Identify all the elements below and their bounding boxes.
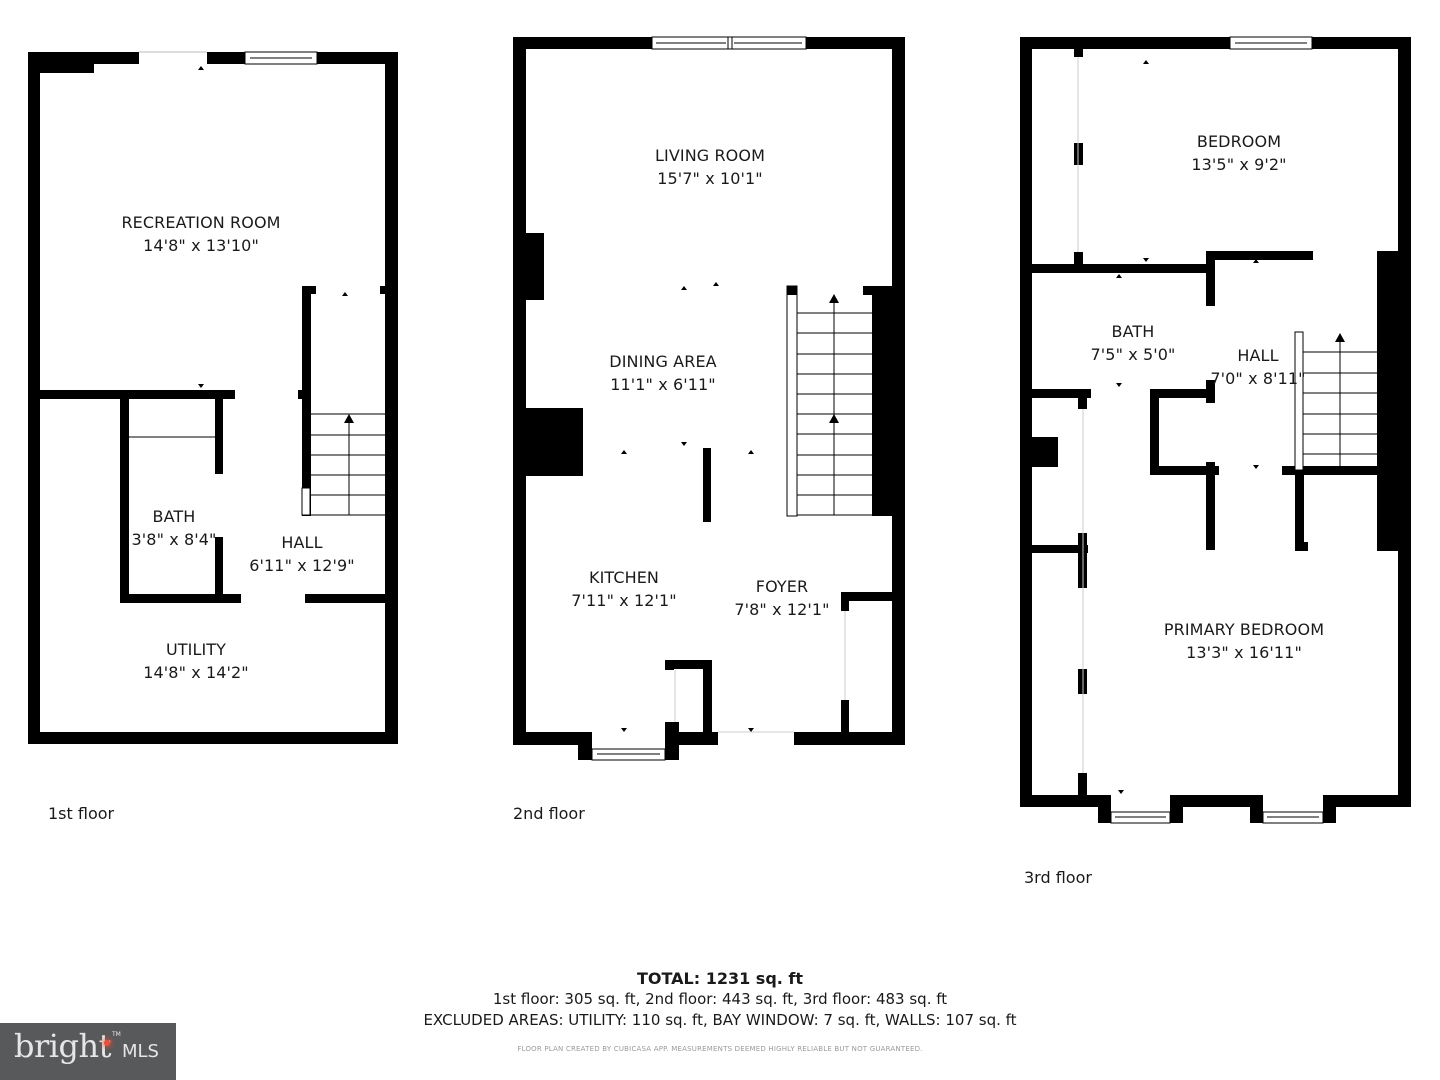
room-dimensions: 14'8" x 14'2" [143,663,249,682]
room-name: BATH [1111,322,1155,341]
logo-mls: MLS [122,1041,159,1062]
room-dimensions: 7'11" x 12'1" [571,591,677,610]
room-name: PRIMARY BEDROOM [1163,620,1325,639]
room-label-utility: UTILITY 14'8" x 14'2" [143,638,249,684]
room-dimensions: 3'8" x 8'4" [131,530,217,549]
room-label-recreation-room: RECREATION ROOM 14'8" x 13'10" [121,211,280,257]
room-label-bath-1: BATH 3'8" x 8'4" [132,505,217,551]
room-name: LIVING ROOM [655,146,765,165]
bright-mls-logo: bright TM MLS [0,1023,176,1080]
logo-spark-icon [104,1040,110,1046]
room-label-hall-3: HALL 7'0" x 8'11" [1210,344,1305,390]
room-name: BATH [152,507,196,526]
floor-label-1st: 1st floor [48,804,115,823]
room-label-dining-area: DINING AREA 11'1" x 6'11" [609,350,716,396]
total-area: TOTAL: 1231 sq. ft [636,969,804,988]
room-name: KITCHEN [588,568,660,587]
floor-areas: 1st floor: 305 sq. ft, 2nd floor: 443 sq… [492,990,948,1008]
room-name: RECREATION ROOM [121,213,281,232]
third-floor-plan [1020,36,1411,824]
room-label-foyer: FOYER 7'8" x 12'1" [734,575,829,621]
room-dimensions: 7'0" x 8'11" [1210,369,1306,388]
logo-wordmark: bright [14,1027,111,1065]
room-name: UTILITY [165,640,227,659]
room-name: BEDROOM [1196,132,1282,151]
logo-trademark: TM [112,1031,121,1038]
room-label-primary-bedroom: PRIMARY BEDROOM 13'3" x 16'11" [1164,618,1324,664]
room-dimensions: 13'3" x 16'11" [1186,643,1302,662]
floor-plans [28,36,1411,824]
room-dimensions: 13'5" x 9'2" [1191,155,1287,174]
area-summary: TOTAL: 1231 sq. ft 1st floor: 305 sq. ft… [0,968,1440,1053]
floor-label-3rd: 3rd floor [1024,868,1092,887]
second-floor-plan [513,36,905,761]
room-label-hall-1: HALL 6'11" x 12'9" [249,531,355,577]
room-name: HALL [281,533,323,552]
room-name: HALL [1237,346,1279,365]
first-floor-plan [28,51,398,744]
room-name: FOYER [755,577,809,596]
room-label-bedroom: BEDROOM 13'5" x 9'2" [1191,130,1286,176]
disclaimer: FLOOR PLAN CREATED BY CUBICASA APP. MEAS… [517,1045,923,1053]
room-name: DINING AREA [609,352,717,371]
room-dimensions: 15'7" x 10'1" [657,169,763,188]
room-label-bath-3: BATH 7'5" x 5'0" [1091,320,1176,366]
room-dimensions: 7'8" x 12'1" [734,600,830,619]
room-dimensions: 11'1" x 6'11" [610,375,716,394]
room-dimensions: 7'5" x 5'0" [1090,345,1176,364]
room-label-kitchen: KITCHEN 7'11" x 12'1" [571,566,677,612]
room-dimensions: 14'8" x 13'10" [143,236,259,255]
excluded-areas: EXCLUDED AREAS: UTILITY: 110 sq. ft, BAY… [423,1011,1017,1029]
room-label-living-room: LIVING ROOM 15'7" x 10'1" [655,144,765,190]
room-dimensions: 6'11" x 12'9" [249,556,355,575]
floor-label-2nd: 2nd floor [513,804,585,823]
